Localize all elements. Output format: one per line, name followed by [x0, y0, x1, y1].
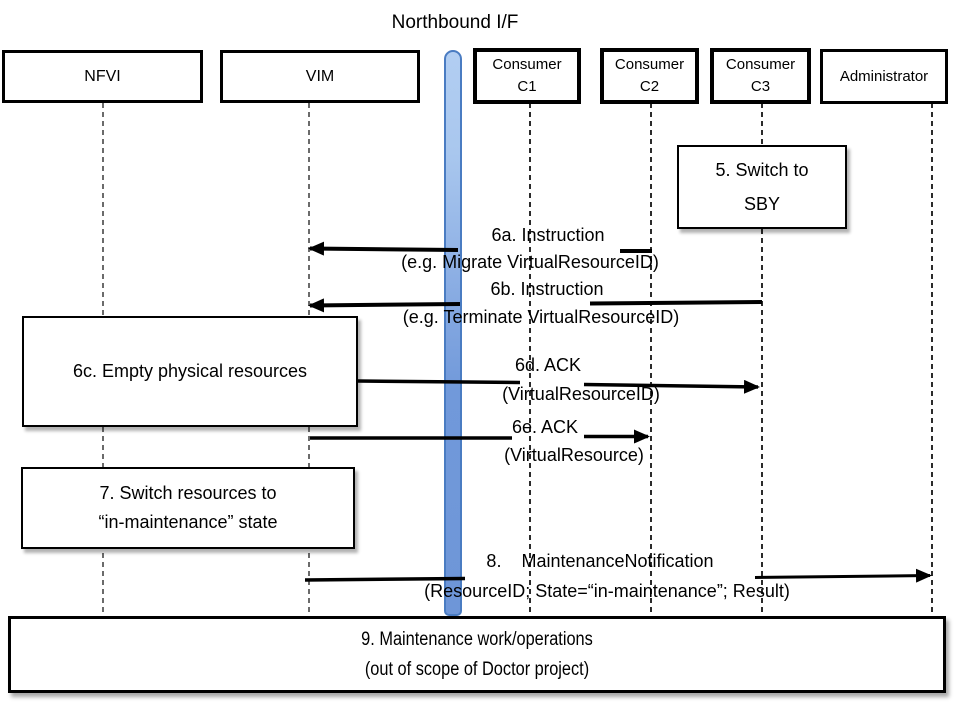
- actor-label-consumer-c1-line2: C1: [517, 78, 537, 95]
- actor-box-consumer-c1: Consumer C1: [473, 48, 581, 104]
- actor-label-consumer-c1-line1: Consumer: [492, 56, 562, 73]
- message-6d-line2: (VirtualResourceID): [502, 384, 660, 404]
- note-step9-line1: 9. Maintenance work/operations: [361, 628, 593, 650]
- northbound-interface-bar: [444, 50, 462, 616]
- note-step7: 7. Switch resources to “in-maintenance” …: [21, 467, 355, 549]
- actor-label-consumer-c3-line2: C3: [750, 78, 771, 95]
- message-6b-line2: (e.g. Terminate VirtualResourceID): [402, 307, 680, 327]
- note-step5: 5. Switch to SBY: [677, 145, 847, 229]
- arrow-8-right: [754, 568, 932, 583]
- message-8-line1: 8. MaintenanceNotification: [486, 551, 714, 571]
- actor-label-vim: VIM: [305, 67, 335, 85]
- actor-label-nfvi: NFVI: [84, 67, 121, 85]
- actor-box-administrator: Administrator: [820, 49, 948, 104]
- lifeline-administrator: [931, 103, 933, 616]
- arrow-6d-left: [357, 379, 521, 385]
- actor-box-consumer-c3: Consumer C3: [710, 48, 811, 104]
- arrow-6a-left: [308, 241, 459, 256]
- actor-label-consumer-c2-line2: C2: [639, 78, 660, 95]
- actor-label-consumer-c2-line1: Consumer: [614, 56, 685, 73]
- actor-label-consumer-c3-line1: Consumer: [725, 56, 796, 73]
- lifeline-consumer-c3: [761, 103, 763, 616]
- note-step9-line2: (out of scope of Doctor project): [364, 658, 590, 680]
- lifeline-consumer-c2: [650, 103, 652, 616]
- message-6e-line1: 6e. ACK: [511, 417, 579, 437]
- note-step7-line1: 7. Switch resources to: [99, 483, 277, 503]
- note-step5-line1: 5. Switch to: [715, 160, 809, 180]
- message-6d-line1: 6d. ACK: [514, 355, 582, 375]
- arrow-8-left: [304, 576, 466, 582]
- note-step5-line2: SBY: [743, 194, 781, 214]
- message-6a-line2: (e.g. Migrate VirtualResourceID): [401, 252, 659, 272]
- actor-label-administrator: Administrator: [839, 67, 929, 85]
- arrow-6b-left: [308, 298, 461, 313]
- note-step7-line2: “in-maintenance” state: [98, 512, 278, 532]
- arrow-6d-right: [583, 379, 760, 394]
- diagram-title: Northbound I/F: [391, 12, 519, 33]
- message-8-line2: (ResourceID; State=“in-maintenance”; Res…: [424, 581, 790, 601]
- message-6b-line1: 6b. Instruction: [490, 279, 604, 299]
- note-step6c-label: 6c. Empty physical resources: [72, 361, 308, 381]
- note-step9: 9. Maintenance work/operations (out of s…: [8, 616, 946, 693]
- actor-box-consumer-c2: Consumer C2: [600, 48, 699, 104]
- actor-box-vim: VIM: [220, 50, 420, 103]
- message-6e-line2: (VirtualResource): [504, 445, 644, 465]
- message-6a-line1: 6a. Instruction: [491, 225, 605, 245]
- note-step6c: 6c. Empty physical resources: [22, 316, 358, 427]
- actor-box-nfvi: NFVI: [2, 50, 203, 103]
- arrow-6b-right: [589, 300, 763, 306]
- lifeline-consumer-c1: [529, 103, 531, 616]
